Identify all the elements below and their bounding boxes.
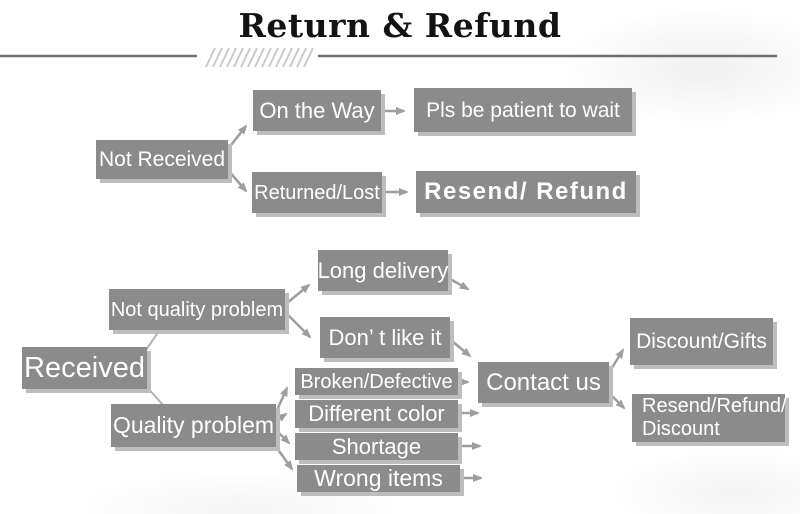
node-returned-lost: Returned/Lost	[252, 172, 382, 213]
node-quality-problem: Quality problem	[111, 404, 276, 447]
node-broken-defective: Broken/Defective	[295, 368, 458, 395]
node-not-quality-problem: Not quality problem	[109, 289, 285, 330]
node-on-the-way: On the Way	[253, 90, 381, 131]
node-contact-us: Contact us	[478, 362, 609, 403]
node-dont-like-it: Don’ t like it	[320, 317, 450, 358]
node-resend-refund-discount: Resend/Refund/ Discount	[632, 394, 787, 442]
node-discount-gifts: Discount/Gifts	[630, 318, 773, 365]
diagonal-hatch-icon	[205, 47, 314, 68]
page-title: Return & Refund	[238, 6, 562, 45]
node-wrong-items: Wrong items	[297, 465, 460, 492]
node-different-color: Different color	[295, 400, 458, 428]
node-pls-be-patient: Pls be patient to wait	[414, 88, 632, 132]
flow-links	[145, 330, 164, 406]
node-resend-refund: Resend/ Refund	[416, 171, 636, 213]
node-long-delivery: Long delivery	[318, 250, 448, 291]
node-shortage: Shortage	[295, 433, 458, 460]
node-not-received: Not Received	[96, 140, 228, 179]
node-received: Received	[22, 347, 147, 389]
flow-arrows	[227, 107, 626, 482]
